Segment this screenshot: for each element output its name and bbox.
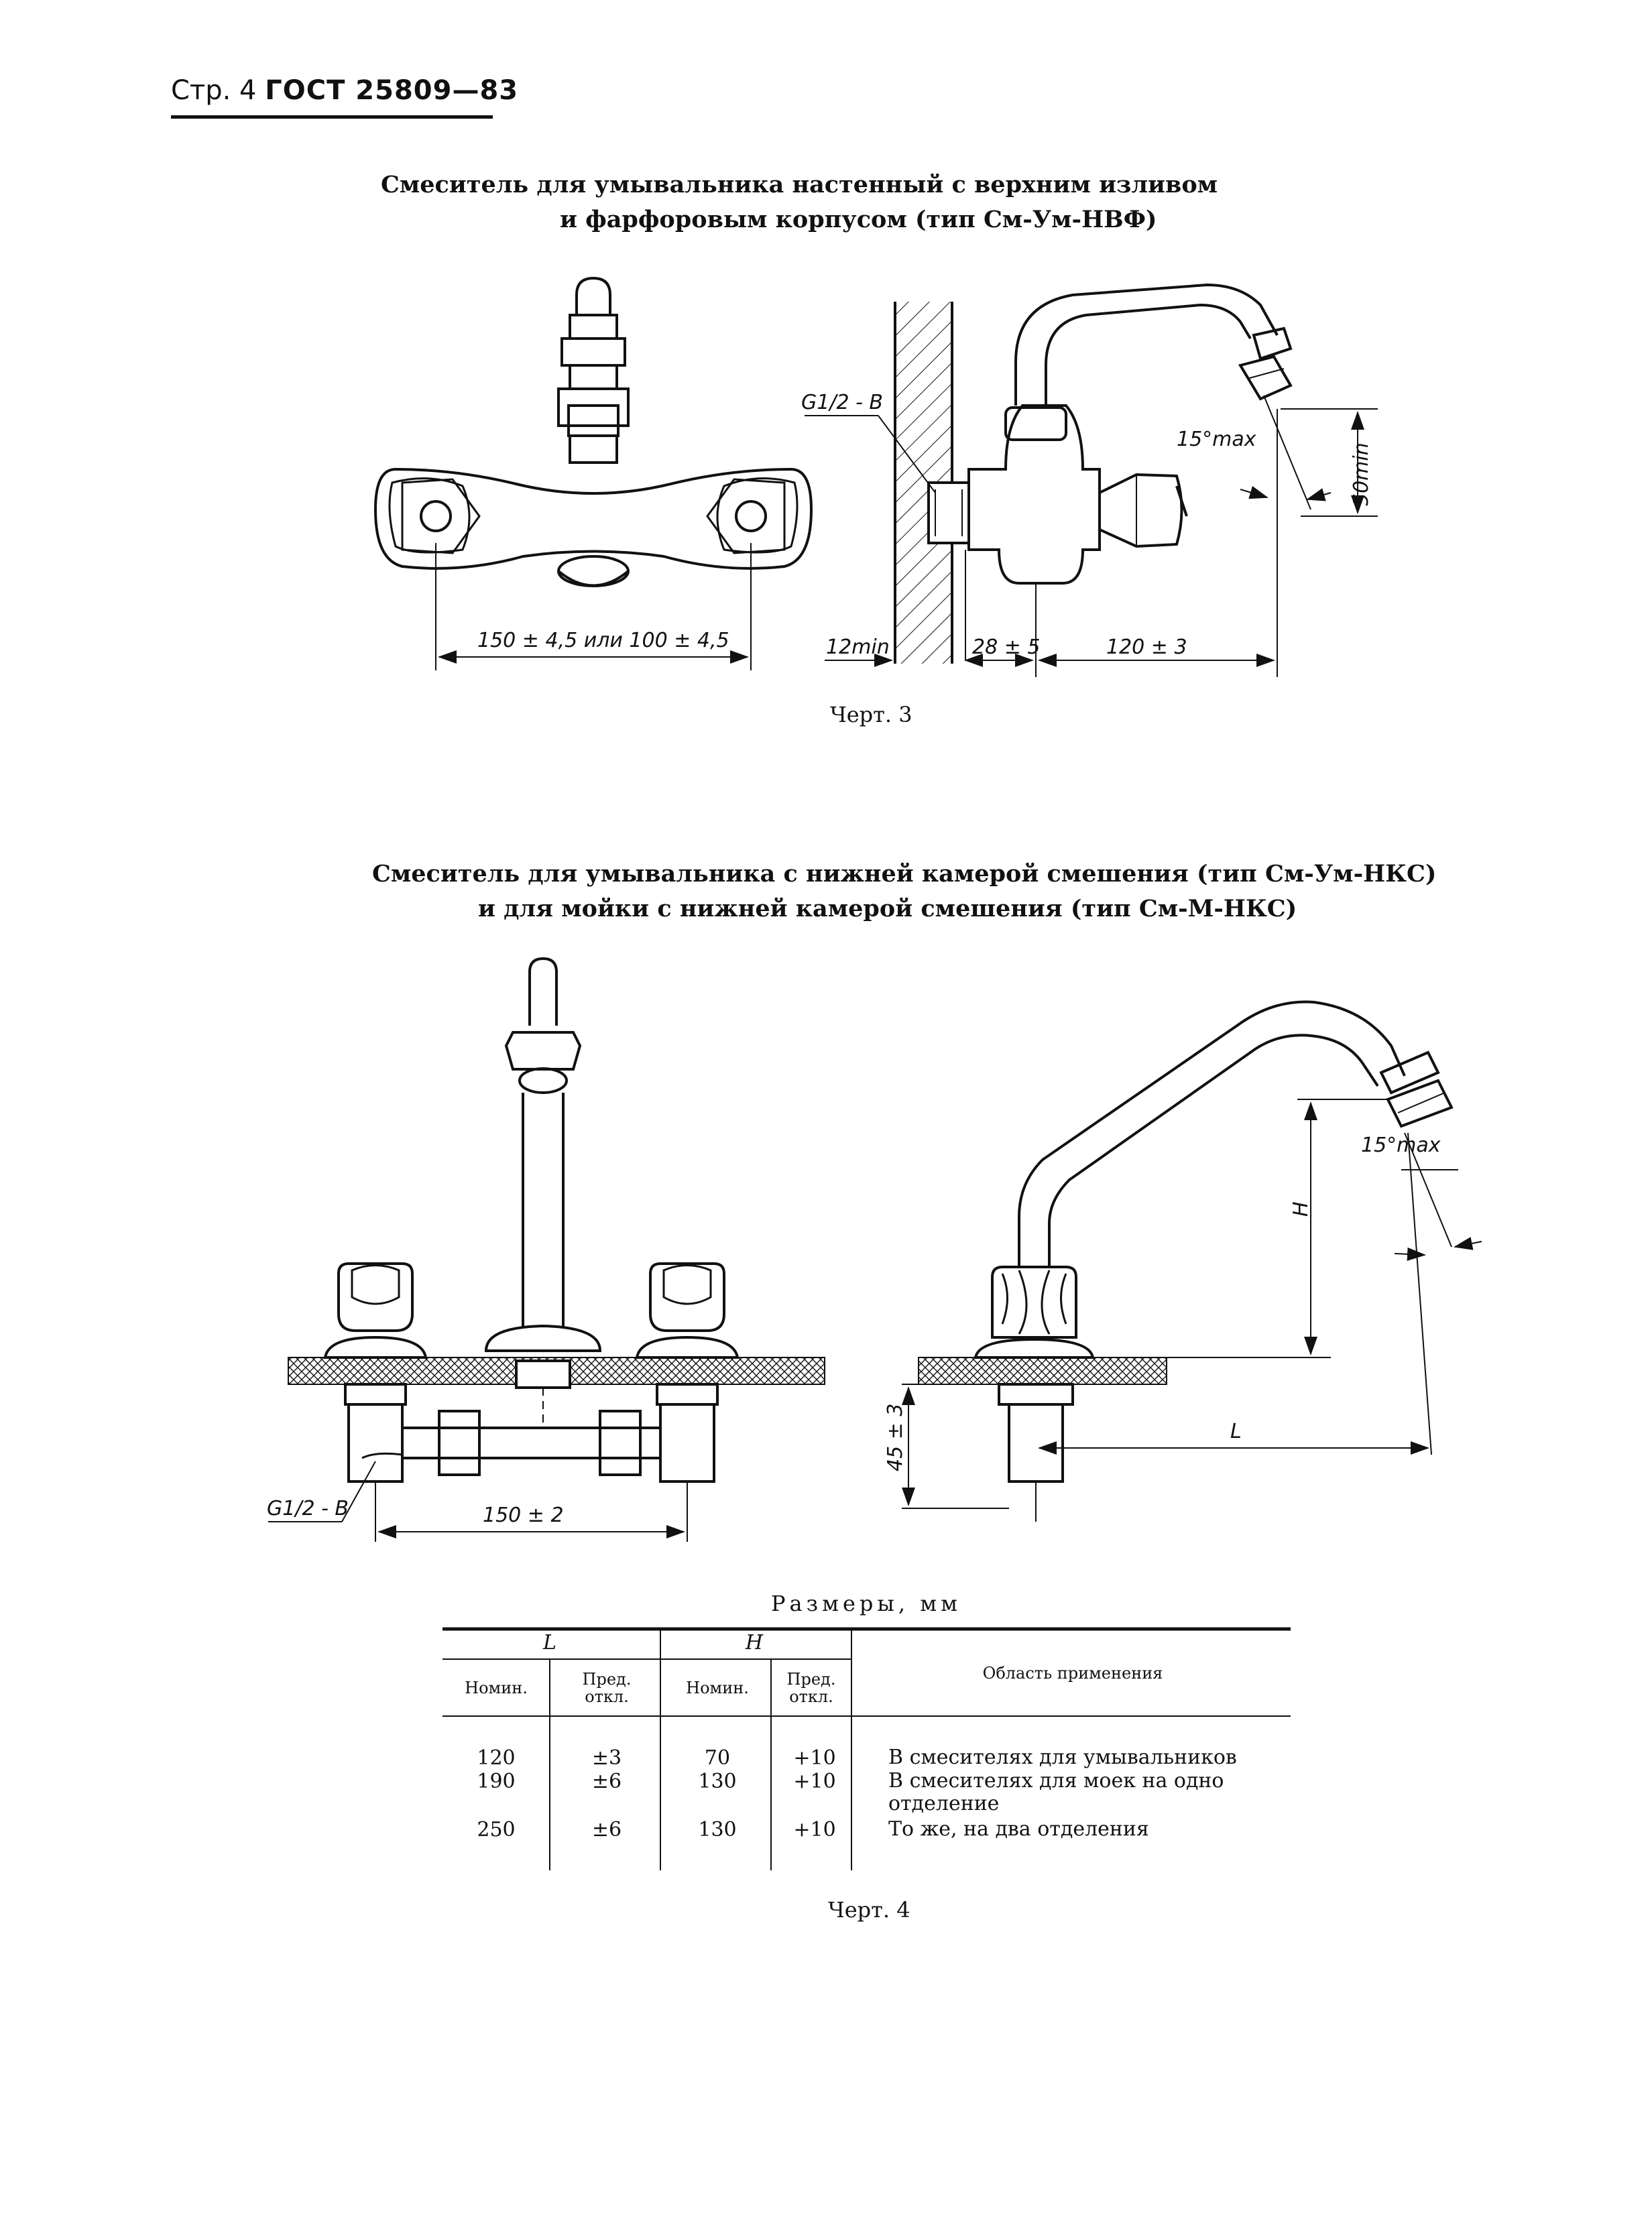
fig4-height-dim: H [1289, 1201, 1313, 1217]
table-grid [442, 1627, 1291, 1870]
figure3-label: Черт. 3 [830, 702, 912, 727]
table-group-L: L [543, 1631, 556, 1654]
fig4-front-view [268, 957, 825, 1542]
fig4-side-view [902, 1000, 1482, 1522]
table-row3-L-nom: 250 [477, 1818, 516, 1841]
fig3-depth-dim: 28 ± 5 [972, 636, 1040, 659]
table-group-H: H [745, 1631, 764, 1654]
table-row1-H-tol: +10 [793, 1746, 836, 1770]
table-col-H-nominal: Номин. [686, 1679, 749, 1697]
table-row3-H-nom: 130 [698, 1818, 737, 1841]
header-rule [171, 115, 493, 119]
table-row2-H-tol: +10 [793, 1770, 836, 1793]
table-row1-H-nom: 70 [704, 1746, 731, 1770]
figure4-caption-line2: и для мойки с нижней камерой смешения (т… [478, 895, 1297, 922]
fig4-spacing-dim: 150 ± 2 [483, 1504, 564, 1527]
fig3-angle-dim: 15°max [1177, 428, 1256, 451]
table-row2-application: В смесителях для моек на одно отделение [888, 1769, 1224, 1815]
table-col-H-tolerance: Пред. откл. [786, 1670, 836, 1706]
table-row3-H-tol: +10 [793, 1818, 836, 1841]
fig4-base-dim: 45 ± 3 [884, 1404, 907, 1471]
figure4-label: Черт. 4 [828, 1897, 910, 1923]
standard-number: ГОСТ 25809—83 [265, 75, 519, 106]
fig4-length-dim: L [1230, 1420, 1242, 1443]
table-col-L-nominal: Номин. [465, 1679, 528, 1697]
table-row1-L-nom: 120 [477, 1746, 516, 1770]
figure3-caption-line2: и фарфоровым корпусом (тип См-Ум-НВФ) [560, 206, 1157, 233]
table-title: Размеры, мм [771, 1591, 961, 1616]
fig4-angle-dim: 15°max [1361, 1134, 1441, 1157]
fig3-front-view [373, 276, 813, 670]
fig3-side-view [805, 283, 1378, 677]
table-row3-L-tol: ±6 [591, 1818, 622, 1841]
fig4-thread-dim: G1/2 - B [267, 1497, 349, 1520]
table-row2-L-tol: ±6 [591, 1770, 622, 1793]
fig3-width-dim: 150 ± 4,5 или 100 ± 4,5 [477, 629, 729, 652]
table-col-L-tolerance: Пред. откл. [582, 1670, 632, 1706]
fig3-height-dim: 50min [1350, 442, 1373, 506]
table-row2-H-nom: 130 [698, 1770, 737, 1793]
table-row1-application: В смесителях для умывальников [888, 1746, 1237, 1769]
figure3-caption-line1: Смеситель для умывальника настенный с ве… [381, 171, 1218, 198]
page-header: Стр. 4 ГОСТ 25809—83 [171, 75, 518, 106]
table-row1-L-tol: ±3 [591, 1746, 622, 1770]
fig3-thread-dim: G1/2 - B [801, 391, 883, 414]
figure4-caption-line1: Смеситель для умывальника с нижней камер… [372, 860, 1437, 888]
page-number: Стр. 4 [171, 75, 257, 106]
fig3-wall-dim: 12min [826, 636, 890, 659]
fig3-reach-dim: 120 ± 3 [1106, 636, 1187, 659]
table-row2-L-nom: 190 [477, 1770, 516, 1793]
table-col-application: Область применения [982, 1664, 1163, 1683]
table-row3-application: То же, на два отделения [888, 1817, 1149, 1841]
